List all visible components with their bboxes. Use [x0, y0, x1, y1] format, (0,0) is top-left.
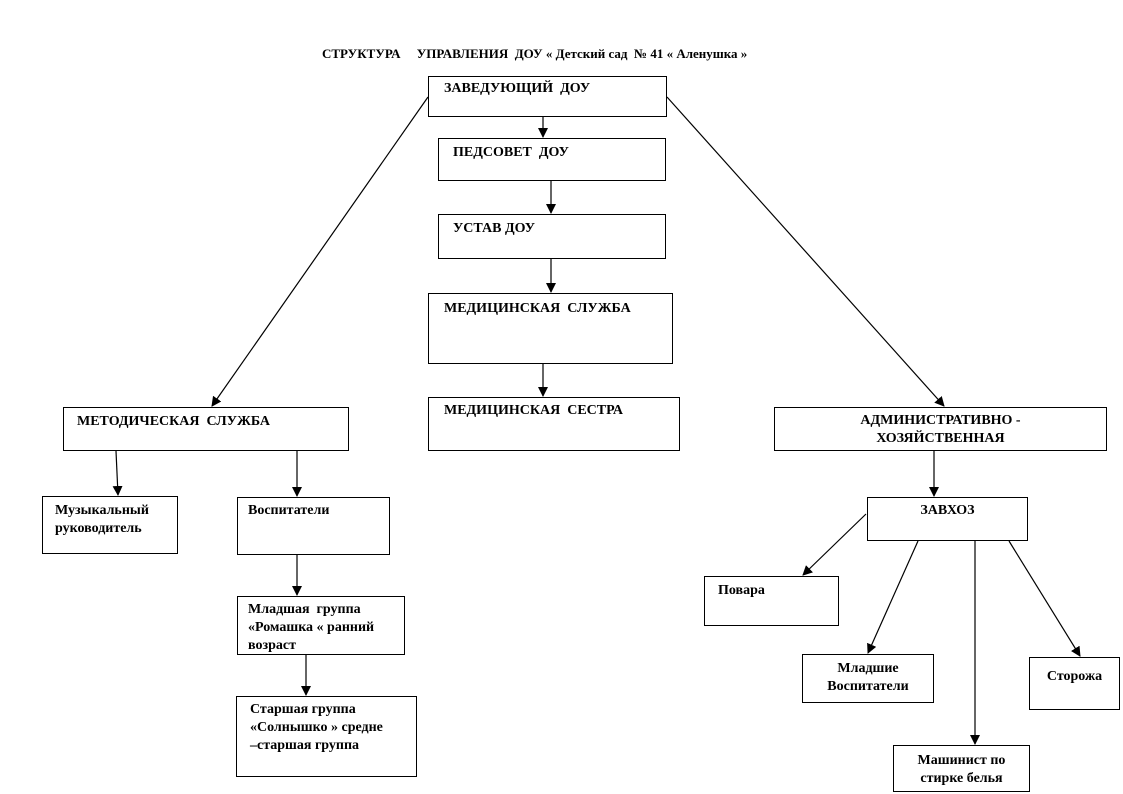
node-guards: Сторожа	[1029, 657, 1120, 710]
node-teachers: Воспитатели	[237, 497, 390, 555]
edge-method-music	[112, 450, 123, 496]
node-pedsovet: ПЕДСОВЕТ ДОУ	[438, 138, 666, 181]
node-laundry: Машинист по стирке белья	[893, 745, 1030, 792]
node-zavhoz: ЗАВХОЗ	[867, 497, 1028, 541]
node-music-label: Музыкальный руководитель	[55, 503, 149, 536]
node-med-service-label: МЕДИЦИНСКАЯ СЛУЖБА	[444, 301, 631, 316]
node-junior-teachers-label: Младшие Воспитатели	[827, 661, 909, 694]
edge-zavhoz-guards	[1008, 540, 1081, 657]
node-junior-group: Младшая группа «Ромашка « ранний возраст	[237, 596, 405, 655]
node-teachers-label: Воспитатели	[248, 503, 330, 518]
node-head: ЗАВЕДУЮЩИЙ ДОУ	[428, 76, 667, 117]
node-med-sister-label: МЕДИЦИНСКАЯ СЕСТРА	[444, 403, 623, 418]
node-senior-group: Старшая группа «Солнышко » средне –старш…	[236, 696, 417, 777]
node-guards-label: Сторожа	[1046, 669, 1103, 684]
node-admin: АДМИНИСТРАТИВНО - ХОЗЯЙСТВЕННАЯ	[774, 407, 1107, 451]
node-admin-label: АДМИНИСТРАТИВНО - ХОЗЯЙСТВЕННАЯ	[860, 413, 1021, 446]
node-head-label: ЗАВЕДУЮЩИЙ ДОУ	[444, 81, 591, 96]
node-senior-group-label: Старшая группа «Солнышко » средне –старш…	[250, 702, 383, 753]
node-med-sister: МЕДИЦИНСКАЯ СЕСТРА	[428, 397, 680, 451]
edge-zavhoz-cooks	[802, 513, 867, 576]
edge-head-method-service	[211, 96, 429, 407]
node-cooks: Повара	[704, 576, 839, 626]
node-pedsovet-label: ПЕДСОВЕТ ДОУ	[453, 145, 569, 160]
edge-zavhoz-junior-teachers	[867, 540, 919, 654]
node-music: Музыкальный руководитель	[42, 496, 178, 554]
node-laundry-label: Машинист по стирке белья	[917, 753, 1006, 786]
edge-head-admin	[666, 96, 945, 407]
node-cooks-label: Повара	[718, 583, 765, 598]
node-junior-group-label: Младшая группа «Ромашка « ранний возраст	[248, 602, 375, 653]
node-ustav-label: УСТАВ ДОУ	[453, 221, 535, 236]
node-med-service: МЕДИЦИНСКАЯ СЛУЖБА	[428, 293, 673, 364]
diagram-title: СТРУКТУРА УПРАВЛЕНИЯ ДОУ « Детский сад №…	[322, 46, 748, 61]
node-ustav: УСТАВ ДОУ	[438, 214, 666, 259]
node-method-service: МЕТОДИЧЕСКАЯ СЛУЖБА	[63, 407, 349, 451]
node-method-service-label: МЕТОДИЧЕСКАЯ СЛУЖБА	[77, 414, 271, 429]
node-zavhoz-label: ЗАВХОЗ	[920, 503, 975, 518]
node-junior-teachers: Младшие Воспитатели	[802, 654, 934, 703]
